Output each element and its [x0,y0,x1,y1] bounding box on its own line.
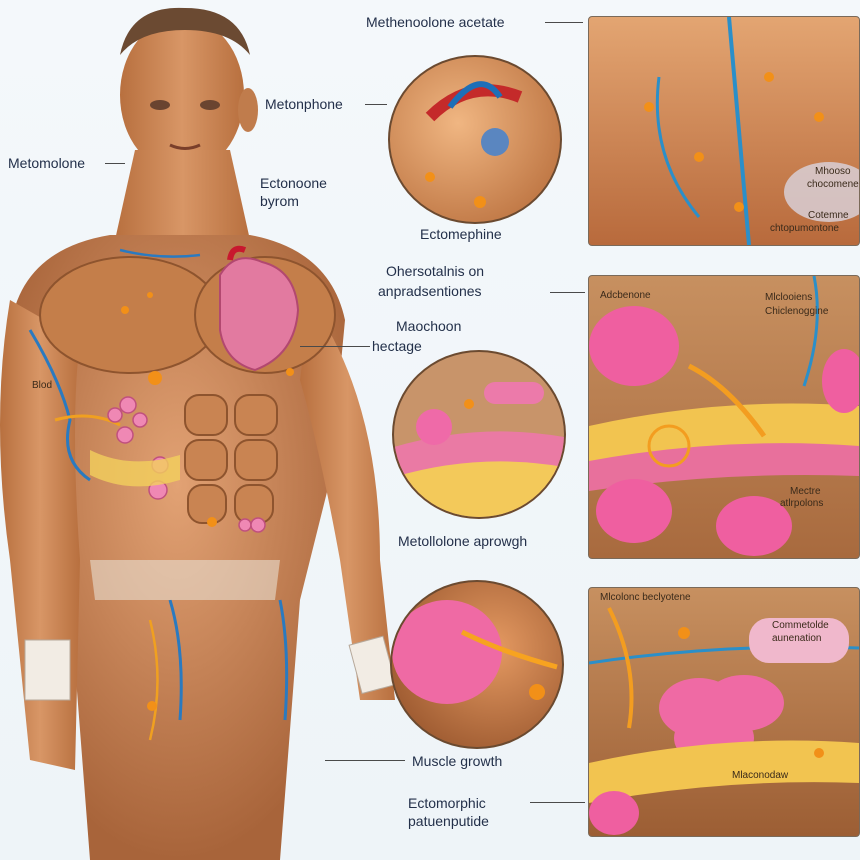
torso [10,235,345,860]
label-hectage: hectage [372,338,422,354]
label-maochoon: Maochoon [396,318,462,334]
panel2-label-tr2: Chiclenoggine [765,306,829,317]
panel1-label-4: chtopumontone [770,223,839,234]
inset-heart [388,55,562,224]
head [120,7,258,173]
panel1-label-2: chocomene [807,179,859,190]
panel2-label-br2: atlrpolons [780,498,824,509]
label-metonphone: Metonphone [265,96,343,112]
panel3-label-bottom: Mlaconodaw [732,770,789,781]
label-methenoolone-acetate: Methenoolone acetate [366,14,505,30]
label-muscle-growth: Muscle growth [412,753,503,769]
inset-cell [390,580,564,749]
panel-muscle-tissue [588,16,860,246]
panel1-label-1: Mhooso [815,166,851,177]
label-ectonoone: Ectonoone [260,175,327,191]
panel3-label-r2: aunenation [772,633,822,644]
label-ectomephine: Ectomephine [420,226,502,242]
panel2-label-tr1: Mlclooiens [765,292,813,303]
label-anpradsentiones: anpradsentiones [378,283,482,299]
label-blod: Blod [32,380,53,391]
label-ectomorphic: Ectomorphic [408,795,486,811]
inset-tissue [392,350,566,519]
panel2-label-br1: Mectre [790,486,821,497]
panel3-label-r1: Commetolde [772,620,829,631]
label-metollolone-aprowgh: Metollolone aprowgh [398,533,528,549]
label-metomolone: Metomolone [8,155,86,171]
label-ohersotalnis: Ohersotalnis on [386,263,485,279]
panel1-label-3: Cotemne [808,210,849,221]
panel-growth-detail [588,587,860,837]
panel3-label-top: Mlcolonc beclyotene [600,592,691,603]
label-patuenputide: patuenputide [408,813,489,829]
heart [219,257,300,372]
panel2-label-tl: Adcbenone [600,290,651,301]
label-byrom: byrom [260,193,299,209]
panel-cell-pathway [588,275,860,559]
